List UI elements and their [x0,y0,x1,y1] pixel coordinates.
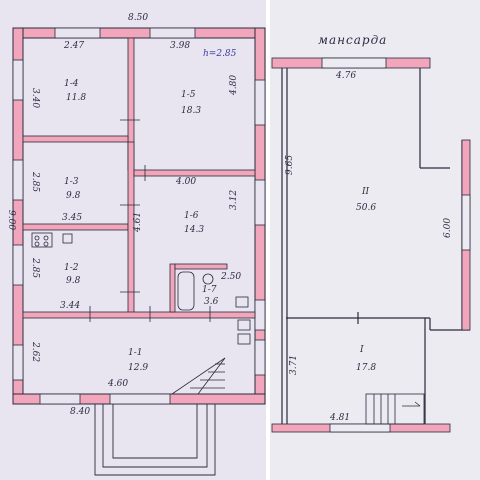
room-1-1-area: 12.9 [128,363,148,373]
bath-fixtures [31,232,251,345]
room-1-3-id: 1-3 [64,177,79,187]
overall-width-label: 8.50 [128,13,148,23]
attic-dim-left: 9.65 [285,155,295,175]
room-1-5-area: 18.3 [181,106,201,116]
partition [169,263,176,313]
attic-panel: мансарда [270,0,480,480]
room-i-dim-h: 3.71 [289,355,299,375]
attic-plan: мансарда [271,33,471,433]
room-1-6-area: 14.3 [184,225,204,235]
attic-title: мансарда [318,33,387,47]
room-1-7-id: 1-7 [202,285,217,295]
window [461,194,471,251]
window [149,27,196,39]
room-1-6-dim-w: 4.00 [175,177,196,187]
door-opening [109,393,171,405]
burner-icon [43,241,49,247]
room-i-area: 17.8 [356,363,376,373]
room-1-3-dim-h: 2.85 [30,171,40,192]
attic-windows [321,57,471,433]
attic-pink-walls [271,57,471,433]
room-1-1-dim-w: 4.60 [107,379,128,389]
room-1-2-id: 1-2 [64,263,79,273]
bathtub-icon [177,271,195,311]
wall-top [12,27,266,39]
room-1-4-dim-w: 2.47 [63,41,84,51]
attic-dim-right: 6.00 [443,218,453,238]
room-1-2-area: 9.8 [66,276,81,286]
attic-stair [365,393,425,425]
room-1-7-area: 3.6 [204,297,219,307]
window [39,393,81,405]
room-1-4-dim-h: 3.40 [30,88,40,108]
window [12,59,24,101]
room-ii-area: 50.6 [356,203,376,213]
partition [22,223,129,231]
window [54,27,101,39]
partition [133,169,256,177]
porch-width-label: 8.40 [70,407,90,417]
room-1-4-area: 11.8 [66,93,86,103]
burner-icon [34,235,40,241]
interior-walls [22,37,256,319]
room-1-2-dim-w: 3.44 [60,301,80,311]
room-1-5-dim-h: 4.80 [229,75,239,96]
room-i-id: I [359,345,364,355]
partition [22,311,256,319]
porch-outer [94,404,216,476]
room-1-3-dim-w: 3.45 [62,213,82,223]
window [254,299,266,331]
window [254,339,266,376]
window [329,423,391,433]
room-ii-id: II [361,187,370,197]
room-1-6-dim-h: 3.12 [229,190,239,210]
sink-icon [235,296,249,308]
windows [12,27,266,405]
door-marks [89,119,211,322]
toilet-icon [202,273,214,285]
window [12,159,24,201]
stove-icon [31,232,53,248]
ground-floor-plan: 8.50 9.00 h=2.85 1-4 11.8 2.47 3.40 1-5 … [6,13,266,476]
overall-height-label: 9.00 [6,210,16,230]
entry-stair [171,357,226,395]
room-1-5-dim-w: 3.98 [170,41,190,51]
window [254,179,266,226]
stair-line [197,357,226,395]
window [12,244,24,286]
burner-icon [43,235,49,241]
room-1-7-dim: 2.50 [220,272,241,282]
partition [22,135,129,143]
window [12,344,24,381]
ground-floor-panel: 8.50 9.00 h=2.85 1-4 11.8 2.47 3.40 1-5 … [0,0,266,480]
window [321,57,387,69]
porch-step [112,404,198,459]
panel-divider [266,0,270,480]
burner-icon [34,241,40,247]
height-note: h=2.85 [203,49,237,59]
room-i-dim-w: 4.81 [329,413,350,423]
partition [174,263,228,270]
porch-inner [102,404,208,468]
room-1-1-id: 1-1 [128,348,143,358]
room-1-6-id: 1-6 [184,211,199,221]
window [254,79,266,126]
room-1-3-area: 9.8 [66,191,81,201]
room-1-6-dim-side: 4.61 [133,212,143,233]
room-1-5-id: 1-5 [181,90,196,100]
attic-dim-top: 4.76 [335,71,356,81]
room-1-2-dim-h: 2.85 [30,257,40,278]
sink-icon [62,233,73,244]
boiler-icon [237,333,251,345]
room-1-4-id: 1-4 [64,79,79,89]
room-1-1-dim-h: 2.62 [30,341,40,362]
stair-arrow [414,401,421,407]
porch [94,404,216,476]
attic-walls [281,62,470,428]
boiler-icon [237,319,251,331]
stair-line [171,357,226,395]
